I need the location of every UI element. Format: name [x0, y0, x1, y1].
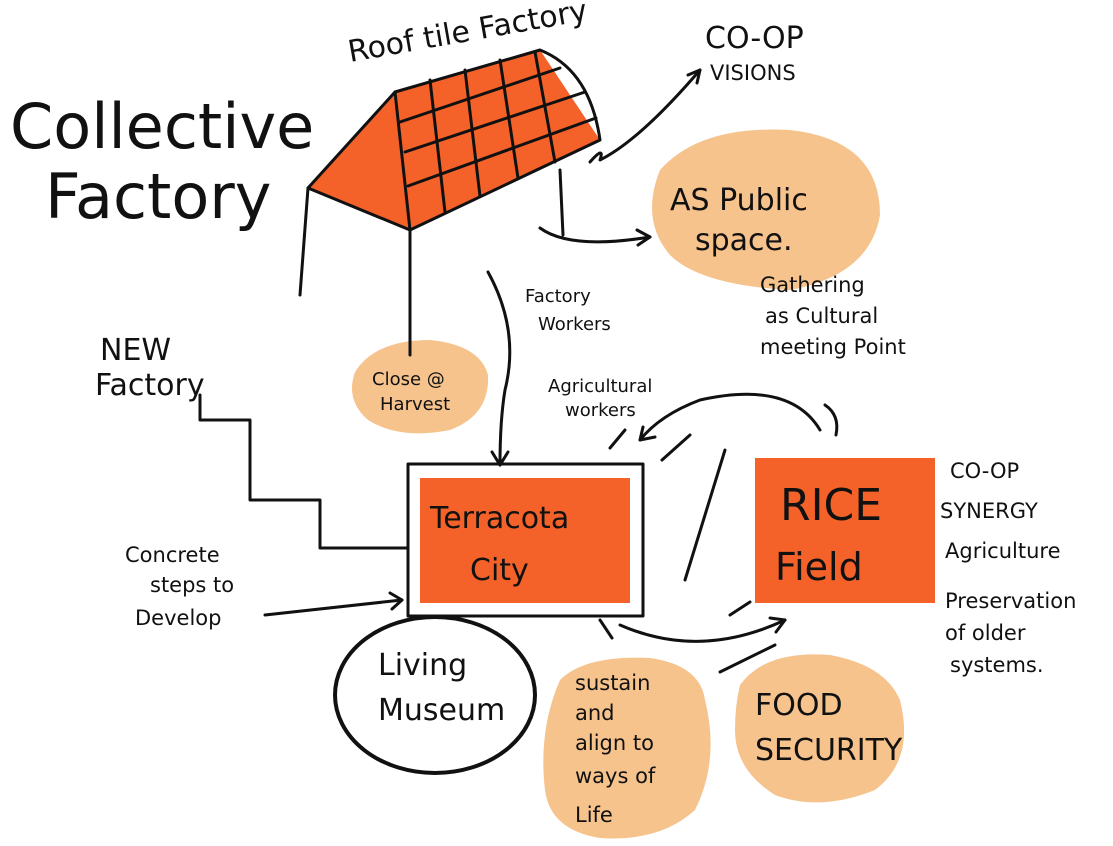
factory-workers-line1: Factory	[525, 286, 591, 307]
food-line2: SECURITY	[755, 733, 903, 768]
close-harvest-line1: Close @	[372, 369, 445, 390]
close-harvest-line2: Harvest	[380, 394, 450, 415]
sustain-line3: align to	[575, 731, 654, 755]
living-museum-circle	[333, 615, 537, 775]
coop-visions-line2: VISIONS	[710, 61, 796, 85]
coop-list-l1: CO-OP	[950, 459, 1019, 483]
coop-list-l2: SYNERGY	[940, 499, 1038, 523]
public-space-arrow	[538, 226, 652, 244]
agri-workers-line1: Agricultural	[548, 376, 652, 397]
rice-line2: Field	[775, 545, 863, 589]
public-space-blob	[652, 129, 880, 290]
factory-workers-arrow	[486, 270, 512, 467]
terracota-line1: Terracota	[429, 501, 569, 536]
cycle-arc-2	[823, 403, 839, 437]
agri-workers-line2: workers	[565, 400, 636, 421]
public-space-line1: AS Public	[670, 183, 808, 218]
gathering-line3: meeting Point	[760, 335, 906, 359]
coop-list-l6: systems.	[950, 653, 1044, 677]
divider-line	[683, 448, 727, 582]
gathering-line2: as Cultural	[765, 304, 878, 328]
roof-tile-factory	[298, 48, 602, 357]
coop-list-l4: Preservation	[945, 589, 1076, 613]
connectors	[198, 68, 839, 674]
sustain-line1: sustain	[575, 671, 650, 695]
concrete-arrow	[263, 598, 404, 617]
new-factory-steps	[198, 393, 410, 550]
sustain-line5: Life	[575, 803, 613, 827]
food-arrow	[718, 643, 777, 674]
rice-arrow	[728, 600, 752, 617]
terracota-line2: City	[470, 553, 529, 588]
terracota-city-box	[420, 478, 630, 603]
terracota-to-rice	[618, 618, 787, 643]
new-factory-line1: NEW	[100, 333, 171, 368]
sustain-blob	[543, 657, 711, 839]
public-space-line2: space.	[695, 223, 793, 258]
food-security-blob	[735, 654, 905, 803]
coop-arrow	[588, 68, 702, 164]
coop-visions-line1: CO-OP	[705, 21, 804, 56]
factory-workers-line2: Workers	[538, 314, 611, 335]
sustain-arrow-small	[598, 618, 614, 640]
coop-list-l5: of older	[945, 621, 1026, 645]
concrete-line3: Develop	[135, 606, 221, 630]
close-harvest-blob	[351, 340, 489, 434]
title-line1: Collective	[10, 90, 314, 163]
food-line1: FOOD	[755, 688, 843, 723]
title-line2: Factory	[45, 160, 271, 233]
roof-gable	[308, 92, 410, 230]
museum-line1: Living	[378, 648, 467, 683]
concrete-line2: steps to	[150, 573, 234, 597]
museum-line2: Museum	[378, 693, 505, 728]
peach-blobs	[351, 129, 905, 839]
roof-grid	[298, 48, 602, 357]
terracota-city-outline	[406, 462, 645, 618]
sustain-line2: and	[575, 701, 615, 725]
sustain-line4: ways of	[575, 764, 656, 788]
roof-factory-label: Roof tile Factory	[345, 0, 590, 70]
cycle-arc	[638, 392, 822, 442]
roof-slope	[395, 50, 600, 230]
gathering-line1: Gathering	[760, 273, 865, 297]
rice-field-box	[755, 458, 935, 603]
rice-line1: RICE	[780, 480, 882, 531]
coop-list-l3: Agriculture	[945, 539, 1061, 563]
new-factory-line2: Factory	[95, 368, 205, 403]
agri-arrow	[608, 428, 627, 450]
concrete-line1: Concrete	[125, 543, 220, 567]
